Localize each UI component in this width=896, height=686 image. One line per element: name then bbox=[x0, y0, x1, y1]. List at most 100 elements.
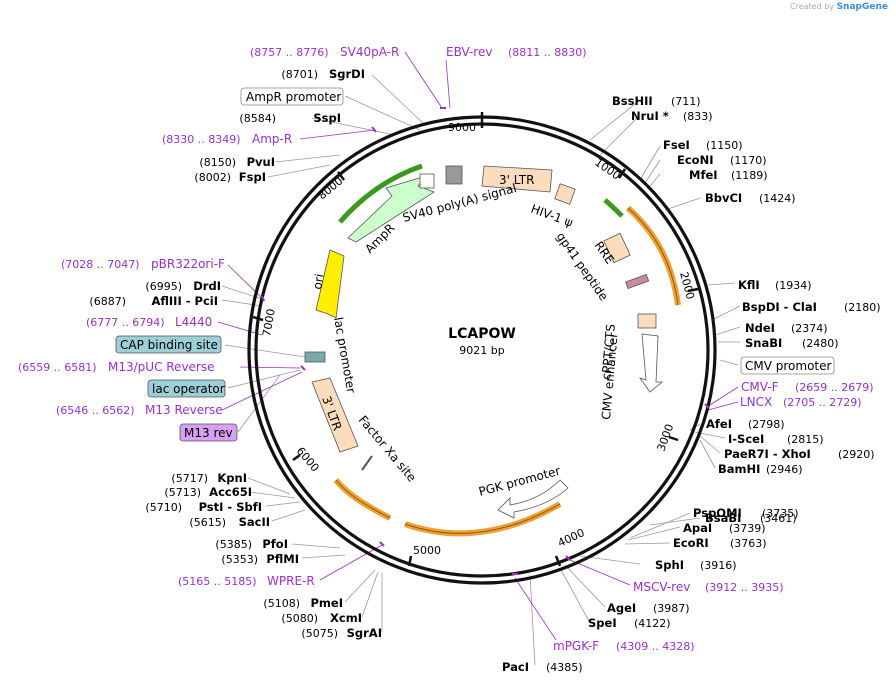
site-afliii: AflIII - PciI bbox=[151, 294, 218, 308]
cppt-label: cPPT/CTS bbox=[599, 323, 618, 380]
svg-text:(6777 .. 6794): (6777 .. 6794) bbox=[86, 316, 165, 329]
svg-text:(3461): (3461) bbox=[760, 512, 797, 525]
site-mfei: MfeI bbox=[689, 168, 718, 182]
site-sgrai: SgrAI bbox=[347, 626, 382, 640]
m13-rev-box bbox=[179, 423, 238, 442]
ori-feature bbox=[315, 249, 345, 319]
site-fspi: FspI bbox=[239, 170, 266, 184]
site-bsabi: BsaBI bbox=[705, 511, 741, 525]
svg-text:(5615): (5615) bbox=[189, 516, 226, 529]
svg-text:(711): (711) bbox=[671, 95, 701, 108]
cap-site-text: CAP binding site bbox=[120, 338, 218, 352]
primer-m13-puc-reverse: M13/pUC Reverse bbox=[108, 360, 215, 374]
right-site-positions: (711) (833) (1150) (1170) (1189) (1424) … bbox=[546, 95, 881, 674]
tick-label: 8000 bbox=[316, 174, 346, 202]
lac-promoter-label: lac promoter bbox=[331, 316, 358, 394]
features: 3' LTR bbox=[304, 165, 664, 519]
ampr-promoter-text: AmpR promoter bbox=[246, 90, 341, 104]
svg-text:(5075): (5075) bbox=[301, 627, 338, 640]
site-kpni: KpnI bbox=[217, 471, 247, 485]
svg-text:(8150): (8150) bbox=[199, 156, 236, 169]
cppt-feature bbox=[637, 313, 657, 329]
svg-text:(5710): (5710) bbox=[145, 501, 182, 514]
svg-text:(2705 .. 2729): (2705 .. 2729) bbox=[783, 396, 862, 409]
svg-text:(5717): (5717) bbox=[171, 472, 208, 485]
svg-text:(8584): (8584) bbox=[239, 112, 276, 125]
primer-l4440: L4440 bbox=[175, 315, 212, 329]
svg-text:(5353): (5353) bbox=[221, 553, 258, 566]
svg-text:(2920): (2920) bbox=[838, 448, 875, 461]
site-agei: AgeI bbox=[607, 601, 636, 615]
svg-text:(5080): (5080) bbox=[281, 612, 318, 625]
svg-text:(5385): (5385) bbox=[215, 538, 252, 551]
tick-label: 7000 bbox=[260, 308, 278, 338]
plasmid-name: LCAPOW bbox=[448, 326, 516, 342]
tick-label: 4000 bbox=[556, 526, 587, 550]
svg-text:(1189): (1189) bbox=[731, 169, 768, 182]
leader-lines bbox=[221, 74, 741, 666]
primer-lines bbox=[217, 51, 739, 641]
site-econi: EcoNI bbox=[677, 153, 713, 167]
primer-m13-reverse: M13 Reverse bbox=[145, 403, 223, 417]
svg-text:(7028 .. 7047): (7028 .. 7047) bbox=[61, 258, 140, 271]
svg-text:(1170): (1170) bbox=[730, 154, 767, 167]
site-bspdi: BspDI - ClaI bbox=[742, 300, 817, 314]
lac-promoter-feature bbox=[304, 351, 326, 363]
left-site-positions: (8701) (8584) (8150) (8002) (6995) (6887… bbox=[89, 68, 338, 640]
svg-text:(8757 .. 8776): (8757 .. 8776) bbox=[250, 46, 329, 59]
primer-labels: SV40pA-R (8757 .. 8776) EBV-rev (8811 ..… bbox=[18, 45, 874, 653]
svg-text:(2815): (2815) bbox=[787, 433, 824, 446]
tick-marks bbox=[252, 112, 699, 567]
right-site-names: BssHII NruI * FseI EcoNI MfeI BbvCI KflI… bbox=[502, 94, 817, 674]
cmv-promoter-text: CMV promoter bbox=[745, 359, 832, 373]
feature-arcs bbox=[333, 163, 681, 537]
primer-pbr322ori-f: pBR322ori-F bbox=[151, 257, 225, 271]
primer-sv40pa-r: SV40pA-R bbox=[340, 45, 399, 59]
site-bsshii: BssHII bbox=[612, 94, 653, 108]
left-site-names: SgrDI SspI PvuI FspI DrdI AflIII - PciI … bbox=[151, 67, 382, 640]
svg-text:(5165 .. 5185): (5165 .. 5185) bbox=[178, 575, 257, 588]
site-apai: ApaI bbox=[683, 521, 712, 535]
tick-label: 5000 bbox=[413, 544, 441, 557]
green-arc-left bbox=[338, 163, 423, 224]
hiv-psi-label: HIV-1 ψ bbox=[529, 202, 575, 230]
factor-xa-label: Factor Xa site bbox=[356, 413, 419, 485]
svg-text:(8330 .. 8349): (8330 .. 8349) bbox=[162, 133, 241, 146]
site-bamhi: BamHI bbox=[718, 462, 760, 476]
site-psppomi: PspOMI bbox=[693, 506, 742, 520]
cap-site-box bbox=[115, 335, 222, 354]
orange-arc-bottom bbox=[404, 501, 562, 537]
primer-mpgk-f: mPGK-F bbox=[553, 639, 599, 653]
svg-text:(8811 .. 8830): (8811 .. 8830) bbox=[508, 46, 587, 59]
green-arc-right bbox=[603, 198, 624, 218]
svg-text:(3987): (3987) bbox=[653, 602, 690, 615]
hiv-psi-feature bbox=[554, 183, 576, 205]
site-sphi: SphI bbox=[655, 558, 684, 572]
primer-amp-r: Amp-R bbox=[252, 132, 292, 146]
svg-text:(2798): (2798) bbox=[748, 418, 785, 431]
svg-text:(6995): (6995) bbox=[145, 280, 182, 293]
site-psti: PstI - SbfI bbox=[199, 500, 262, 514]
site-paci: PacI bbox=[502, 660, 529, 674]
svg-text:(2946): (2946) bbox=[766, 463, 803, 476]
site-pmei: PmeI bbox=[311, 596, 344, 610]
svg-text:(2480): (2480) bbox=[802, 337, 839, 350]
svg-text:(3912 .. 3935): (3912 .. 3935) bbox=[705, 581, 784, 594]
tick-label: 6000 bbox=[294, 445, 322, 475]
svg-text:(5108): (5108) bbox=[263, 597, 300, 610]
svg-text:(833): (833) bbox=[683, 110, 713, 123]
lac-operator-text: lac operator bbox=[152, 382, 225, 396]
sv40-polya-feature bbox=[445, 165, 463, 185]
svg-text:(3763): (3763) bbox=[730, 537, 767, 550]
svg-text:(4122): (4122) bbox=[634, 617, 671, 630]
site-sgrdi: SgrDI bbox=[329, 67, 365, 81]
site-sspi: SspI bbox=[313, 111, 341, 125]
svg-text:(1424): (1424) bbox=[759, 192, 796, 205]
site-i-scei: I-SceI bbox=[728, 432, 764, 446]
primer-markers bbox=[261, 107, 710, 575]
primer-cmv-f: CMV-F bbox=[741, 380, 779, 394]
svg-text:(3739): (3739) bbox=[729, 522, 766, 535]
svg-text:(4385): (4385) bbox=[546, 661, 583, 674]
site-bbvci: BbvCI bbox=[705, 191, 742, 205]
primer-lncx: LNCX bbox=[740, 395, 772, 409]
